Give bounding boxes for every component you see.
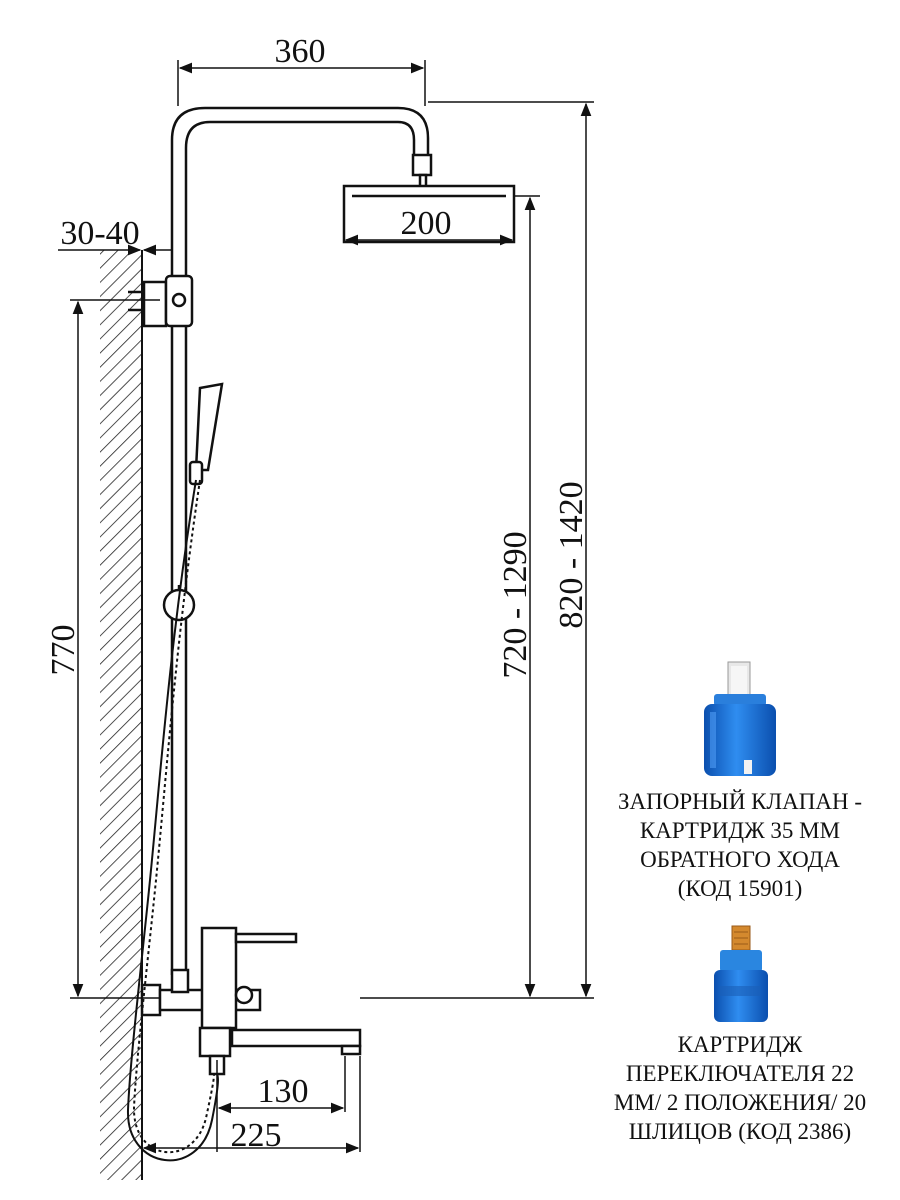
- dim-spout-reach: [216, 1056, 346, 1152]
- hand-shower: [188, 382, 224, 486]
- wall-bracket: [128, 274, 194, 328]
- dim-arm-length: [177, 60, 426, 106]
- dim-head-width-label: 200: [401, 205, 452, 242]
- mixer-body: [140, 926, 362, 1076]
- dim-total-height: [428, 101, 594, 999]
- dim-spout-reach-label: 130: [258, 1073, 309, 1110]
- dim-head-height: [360, 195, 540, 999]
- dim-mount-height: [70, 299, 160, 999]
- shower-rod: [170, 106, 430, 975]
- dim-spout-total-label: 225: [231, 1117, 282, 1154]
- shutoff-cartridge-image: [704, 661, 776, 776]
- shutoff-cartridge-caption: ЗАПОРНЫЙ КЛАПАН - КАРТРИДЖ 35 ММ ОБРАТНО…: [618, 789, 862, 901]
- dim-arm-length-label: 360: [275, 33, 326, 70]
- diverter-cartridge-image: [714, 925, 768, 1022]
- shower-head: [342, 153, 516, 244]
- dim-wall-offset-label: 30-40: [60, 215, 139, 252]
- dim-mount-height-label: 770: [45, 625, 82, 676]
- dim-head-height-label: 720 - 1290: [497, 531, 534, 678]
- shower-hose: [126, 479, 219, 1162]
- diverter-cartridge-caption: КАРТРИДЖ ПЕРЕКЛЮЧАТЕЛЯ 22 ММ/ 2 ПОЛОЖЕНИ…: [613, 1032, 867, 1144]
- dim-spout-total: [142, 1056, 361, 1154]
- wall-hatch: [100, 250, 142, 1180]
- dim-total-height-label: 820 - 1420: [553, 481, 590, 628]
